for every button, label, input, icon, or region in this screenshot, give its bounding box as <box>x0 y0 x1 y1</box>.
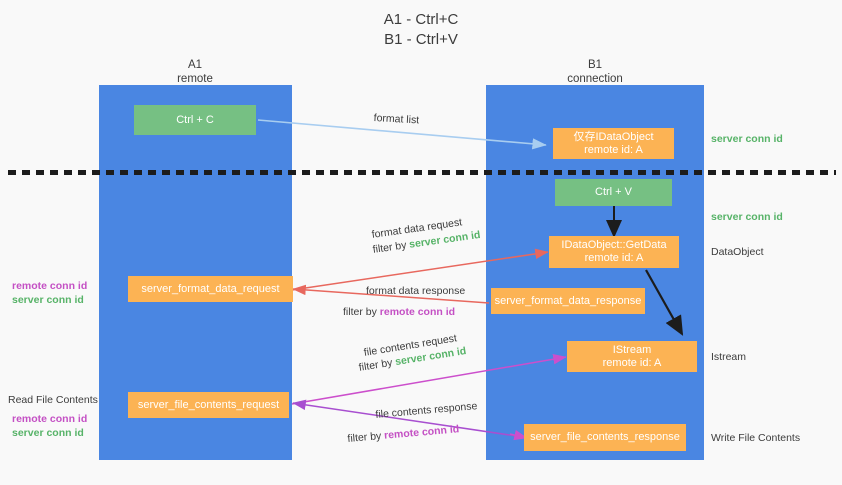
annotation-right-dataobject: DataObject <box>711 246 764 258</box>
node-ctrl-c-label: Ctrl + C <box>176 113 214 126</box>
node-server-format-data-response[interactable]: server_format_data_response <box>491 288 645 314</box>
node-idataobject-getdata-line1: IDataObject::GetData <box>561 239 667 251</box>
page-title: A1 - Ctrl+C B1 - Ctrl+V <box>0 10 842 50</box>
annotation-right-server-conn-id-1: server conn id <box>711 133 783 145</box>
column-header-b1: B1 connection <box>515 58 675 86</box>
annotation-left-server-conn-id-2: server conn id <box>12 427 84 439</box>
edge-label-format-data-response-text: format data response <box>366 285 466 297</box>
annotation-right-write-file-contents: Write File Contents <box>711 432 801 444</box>
edge-label-file-contents-response-filter-prefix: filter by <box>347 429 385 445</box>
edge-label-file-contents-response-filter: filter by remote conn id <box>347 423 460 445</box>
edge-label-format-data-request-filter-prefix: filter by <box>372 238 411 256</box>
edge-label-format-list-text: format list <box>373 112 420 127</box>
annotation-left-remote-conn-id-2: remote conn id <box>12 413 88 425</box>
column-header-a1-sub: remote <box>177 73 213 85</box>
node-idataobject-getdata-line2: remote id: A <box>584 252 644 264</box>
annotation-left-remote-conn-id-1: remote conn id <box>12 280 88 292</box>
edge-label-format-data-response-filter-prefix: filter by <box>343 306 380 318</box>
annotation-left-server-conn-id-1: server conn id <box>12 294 84 306</box>
node-server-file-contents-request-label: server_file_contents_request <box>137 398 280 411</box>
node-ctrl-v[interactable]: Ctrl + V <box>555 179 672 206</box>
node-idataobject-getdata[interactable]: IDataObject::GetData remote id: A <box>549 236 679 268</box>
node-server-format-data-request-label: server_format_data_request <box>141 282 280 295</box>
edge-label-file-contents-request-filter-prefix: filter by <box>358 356 397 374</box>
edge-label-file-contents-response: file contents response <box>375 400 478 421</box>
edge-label-format-list: format list <box>373 112 419 126</box>
column-header-b1-sub: connection <box>567 73 623 85</box>
edge-label-file-contents-response-text: file contents response <box>375 400 478 421</box>
column-header-b1-name: B1 <box>587 59 603 71</box>
annotation-left-read-file-contents: Read File Contents <box>8 394 98 406</box>
node-server-file-contents-response-label: server_file_contents_response <box>530 431 680 443</box>
boundary-divider <box>8 170 836 175</box>
column-header-a1-name: A1 <box>187 59 203 71</box>
column-header-a1: A1 remote <box>115 58 275 86</box>
node-ctrl-c[interactable]: Ctrl + C <box>134 105 256 135</box>
node-server-format-data-response-label: server_format_data_response <box>494 294 642 307</box>
node-idataobject-line1: 仅存IDataObject <box>573 130 654 143</box>
node-ctrl-v-label: Ctrl + V <box>595 186 632 198</box>
title-line-1: A1 - Ctrl+C <box>383 11 459 28</box>
node-server-file-contents-response[interactable]: server_file_contents_response <box>524 424 686 451</box>
edge-label-format-data-response-filter-key: remote conn id <box>379 306 456 318</box>
node-server-file-contents-request[interactable]: server_file_contents_request <box>128 392 289 418</box>
node-idataobject-line2: remote id: A <box>584 143 643 156</box>
node-idataobject[interactable]: 仅存IDataObject remote id: A <box>553 128 674 159</box>
node-istream-line1: IStream <box>612 343 652 356</box>
node-istream-line2: remote id: A <box>602 356 662 369</box>
edge-label-format-data-response-filter: filter by remote conn id <box>343 306 455 318</box>
edge-label-format-data-response: format data response <box>366 285 465 297</box>
node-istream[interactable]: IStream remote id: A <box>567 341 697 372</box>
title-line-2: B1 - Ctrl+V <box>384 31 458 48</box>
node-server-format-data-request[interactable]: server_format_data_request <box>128 276 293 302</box>
annotation-right-server-conn-id-2: server conn id <box>711 211 783 223</box>
edge-label-file-contents-response-filter-key: remote conn id <box>383 423 460 442</box>
annotation-right-istream: Istream <box>711 351 747 363</box>
